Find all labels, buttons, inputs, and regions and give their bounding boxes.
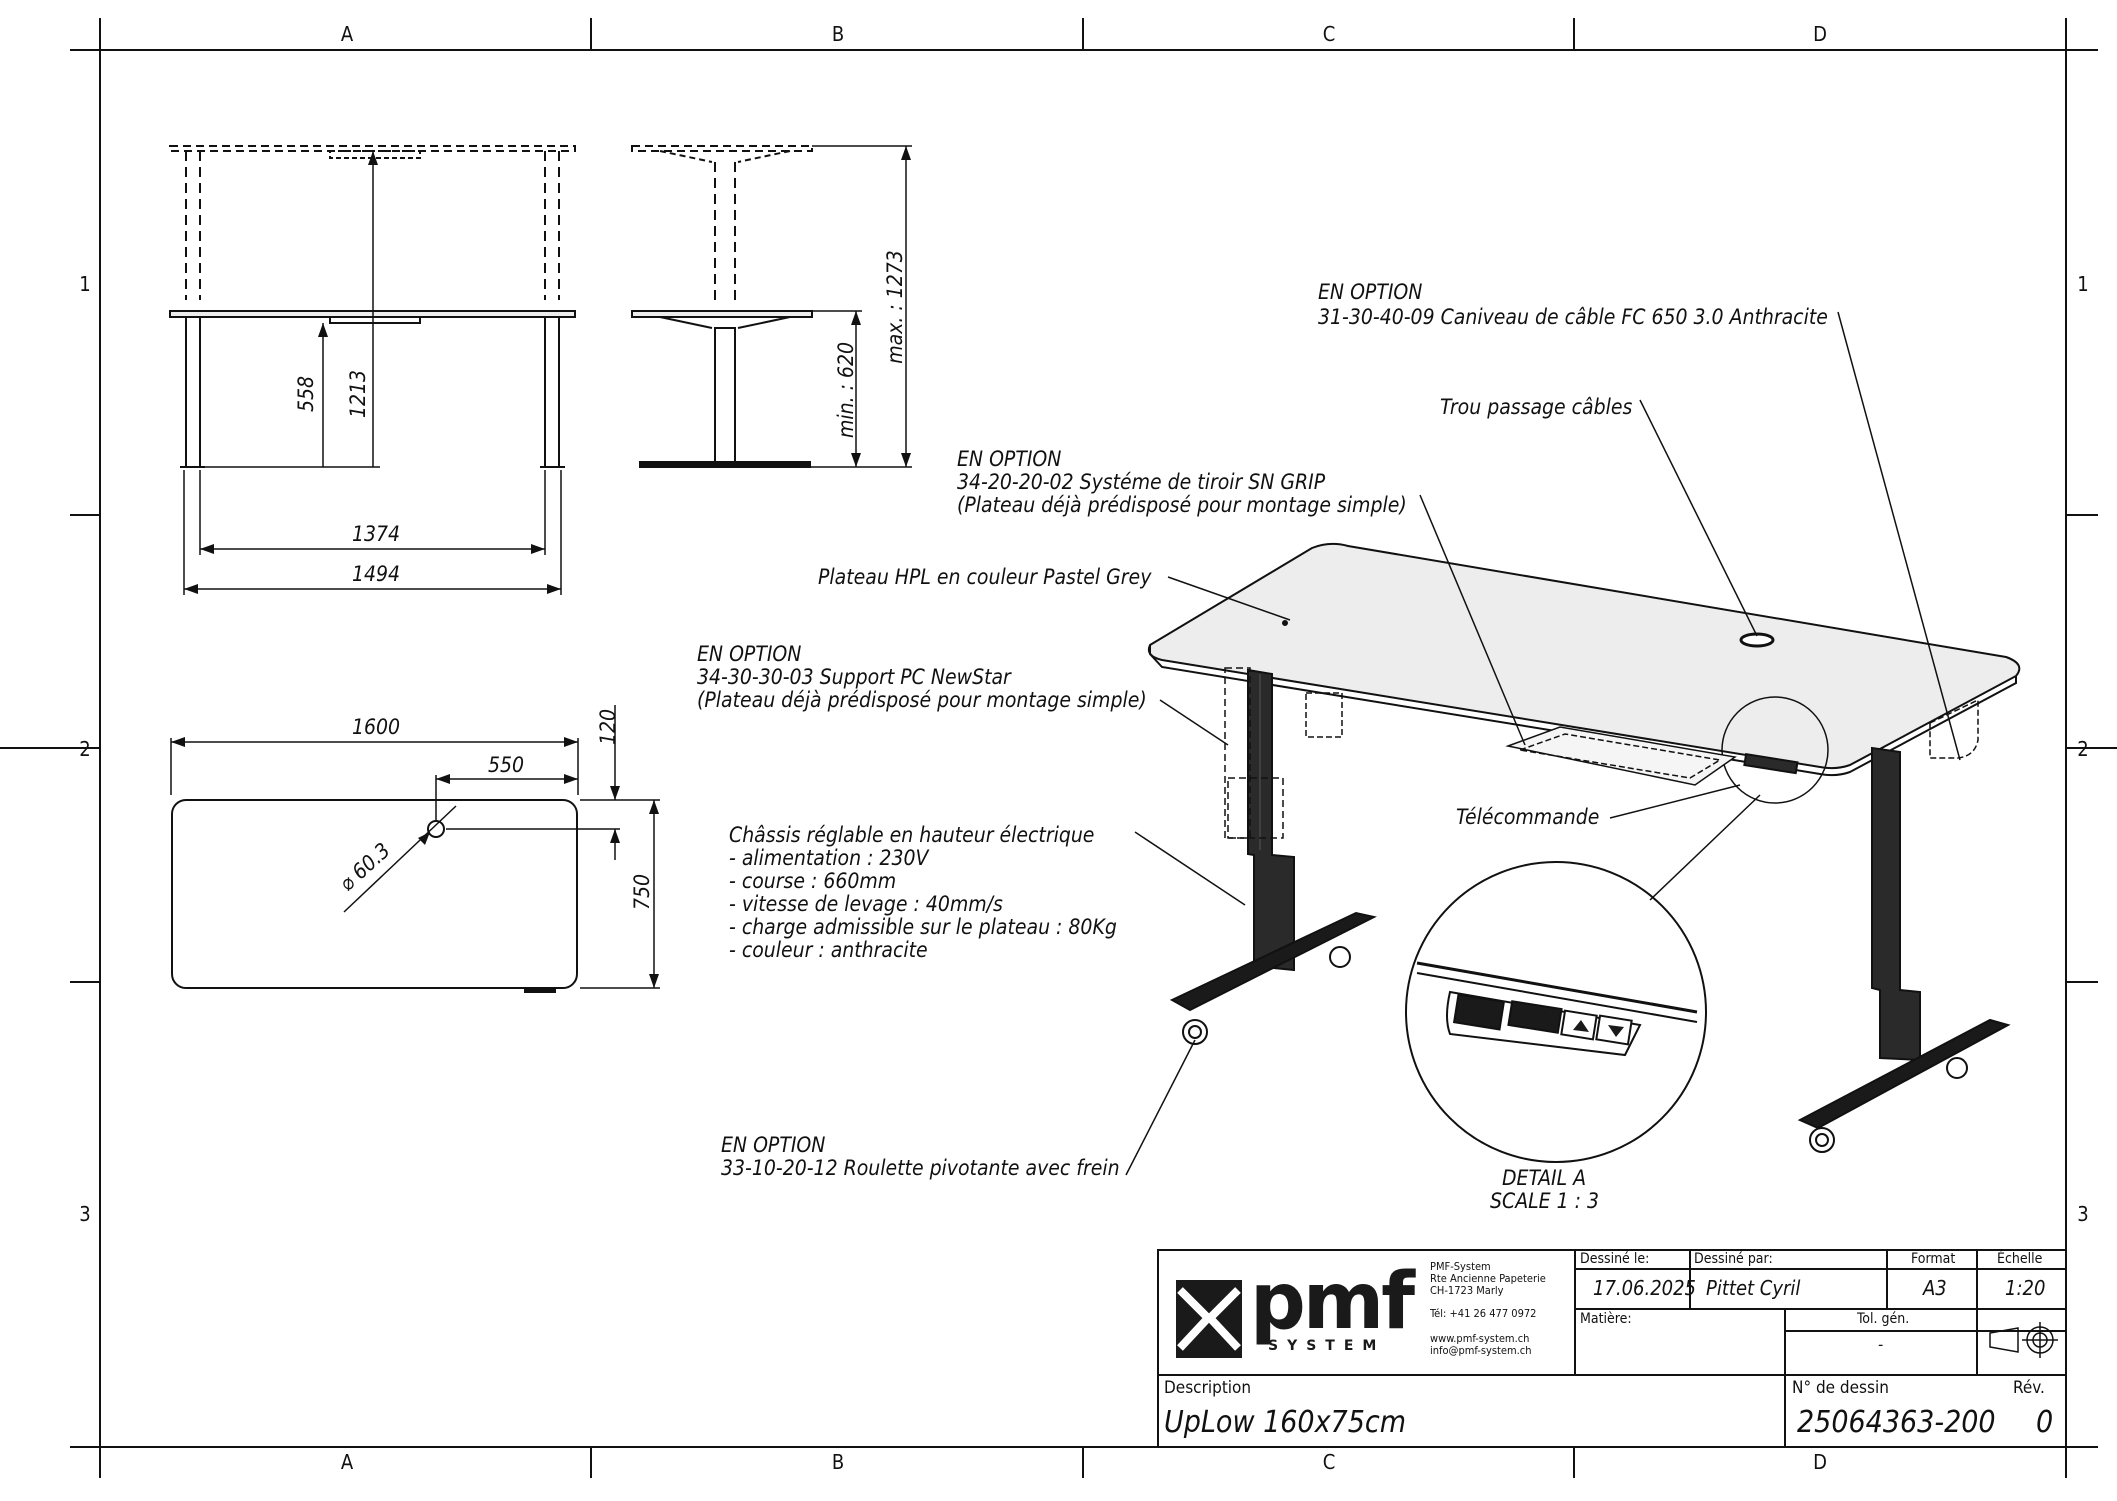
grid-col-a-top: A (340, 22, 354, 46)
detail-a-title: DETAIL A (1502, 1166, 1587, 1190)
drawer-option (1505, 726, 1737, 786)
company-name: PMF-System (1430, 1260, 1491, 1273)
revision-value: 0 (2036, 1405, 2054, 1440)
tolerance-value: - (1878, 1335, 1884, 1354)
side-view (631, 145, 912, 468)
callout-frame-title: Châssis réglable en hauteur électrique (729, 823, 1095, 847)
tolerance-label: Tol. gén. (1857, 1311, 1910, 1327)
grid-col-c-bottom: C (1322, 1450, 1336, 1474)
callout-frame-color: - couleur : anthracite (729, 938, 928, 962)
scale-value: 1:20 (2005, 1276, 2046, 1300)
grid-row-1-right: 1 (2077, 272, 2089, 296)
front-view (169, 145, 576, 595)
logo-subtext: SYSTEM (1268, 1338, 1386, 1354)
callout-drawer-ref: 34-20-20-02 Systéme de tiroir SN GRIP (957, 470, 1326, 494)
dim-1374: 1374 (352, 522, 401, 546)
dim-min-620: min. : 620 (834, 341, 859, 439)
dim-558: 558 (294, 375, 319, 413)
grid-col-b-bottom: B (831, 1450, 845, 1474)
callout-drawer-note: (Plateau déjà prédisposé pour montage si… (957, 493, 1407, 517)
dim-550: 550 (488, 753, 525, 777)
dim-max-1273: max. : 1273 (882, 250, 907, 364)
grid-row-2-right: 2 (2077, 737, 2089, 761)
callout-pc-support-title: EN OPTION (697, 642, 802, 666)
company-email: info@pmf-system.ch (1430, 1344, 1532, 1357)
material-label: Matière: (1580, 1311, 1632, 1327)
callout-pc-support-note: (Plateau déjà prédisposé pour montage si… (697, 688, 1147, 712)
callout-top: Plateau HPL en couleur Pastel Grey (818, 565, 1152, 589)
callout-cable-hole: Trou passage câbles (1440, 395, 1633, 419)
description-value: UpLow 160x75cm (1164, 1405, 1407, 1440)
dim-1213: 1213 (346, 369, 371, 419)
drawn-on-label: Dessiné le: (1580, 1251, 1650, 1267)
leader-lines (1125, 311, 1961, 1176)
dim-120: 120 (596, 708, 621, 746)
callout-frame-load: - charge admissible sur le plateau : 80K… (729, 915, 1117, 939)
detail-a-view (1405, 861, 1707, 1163)
scale-label: Échelle (1997, 1251, 2043, 1267)
grid-row-2-left: 2 (79, 737, 91, 761)
company-phone: Tél: +41 26 477 0972 (1430, 1307, 1537, 1320)
revision-label: Rév. (2013, 1378, 2045, 1398)
title-block (1157, 1249, 2067, 1448)
company-city: CH-1723 Marly (1430, 1284, 1504, 1297)
format-label: Format (1911, 1251, 1956, 1267)
grid-col-d-bottom: D (1813, 1450, 1827, 1474)
cable-tray-option (1305, 692, 1979, 759)
grid-row-3-right: 3 (2077, 1202, 2089, 1226)
grid-row-3-left: 3 (79, 1202, 91, 1226)
logo-text: pmf (1250, 1257, 1415, 1347)
drawn-by-label: Dessiné par: (1694, 1251, 1773, 1267)
drawing-number-label: N° de dessin (1792, 1378, 1889, 1398)
projection-symbol (1989, 1322, 2058, 1358)
grid-col-a-bottom: A (340, 1450, 354, 1474)
callout-caster-title: EN OPTION (721, 1133, 826, 1157)
detail-a-scale: SCALE 1 : 3 (1490, 1189, 1599, 1213)
grid-col-d-top: D (1813, 22, 1827, 46)
description-label: Description (1164, 1378, 1252, 1398)
callout-cable-tray-ref: 31-30-40-09 Caniveau de câble FC 650 3.0… (1318, 305, 1828, 329)
drawing-number-value: 25064363-200 (1797, 1405, 1996, 1440)
grid-col-c-top: C (1322, 22, 1336, 46)
callout-frame-speed: - vitesse de levage : 40mm/s (729, 892, 1003, 916)
company-web: www.pmf-system.ch (1430, 1332, 1530, 1345)
dim-1600: 1600 (352, 715, 401, 739)
callout-frame-power: - alimentation : 230V (729, 846, 929, 870)
callout-drawer-title: EN OPTION (957, 447, 1062, 471)
dim-750: 750 (630, 873, 655, 911)
grid-row-1-left: 1 (79, 272, 91, 296)
company-street: Rte Ancienne Papeterie (1430, 1272, 1546, 1285)
callout-pc-support-ref: 34-30-30-03 Support PC NewStar (697, 665, 1011, 689)
drawn-by-value: Pittet Cyril (1706, 1276, 1801, 1300)
isometric-desk (1147, 542, 2021, 1153)
callout-caster-ref: 33-10-20-12 Roulette pivotante avec frei… (721, 1156, 1120, 1180)
callout-cable-tray-title: EN OPTION (1318, 280, 1423, 304)
format-value: A3 (1923, 1276, 1947, 1300)
callout-frame-stroke: - course : 660mm (729, 869, 897, 893)
grid-col-b-top: B (831, 22, 845, 46)
callout-remote: Télécommande (1456, 805, 1600, 829)
pc-support-option (1224, 667, 1284, 839)
top-view (170, 705, 660, 993)
drawn-on-value: 17.06.2025 (1593, 1276, 1696, 1300)
dim-1494: 1494 (352, 562, 401, 586)
pmf-logo (1176, 1280, 2058, 1358)
